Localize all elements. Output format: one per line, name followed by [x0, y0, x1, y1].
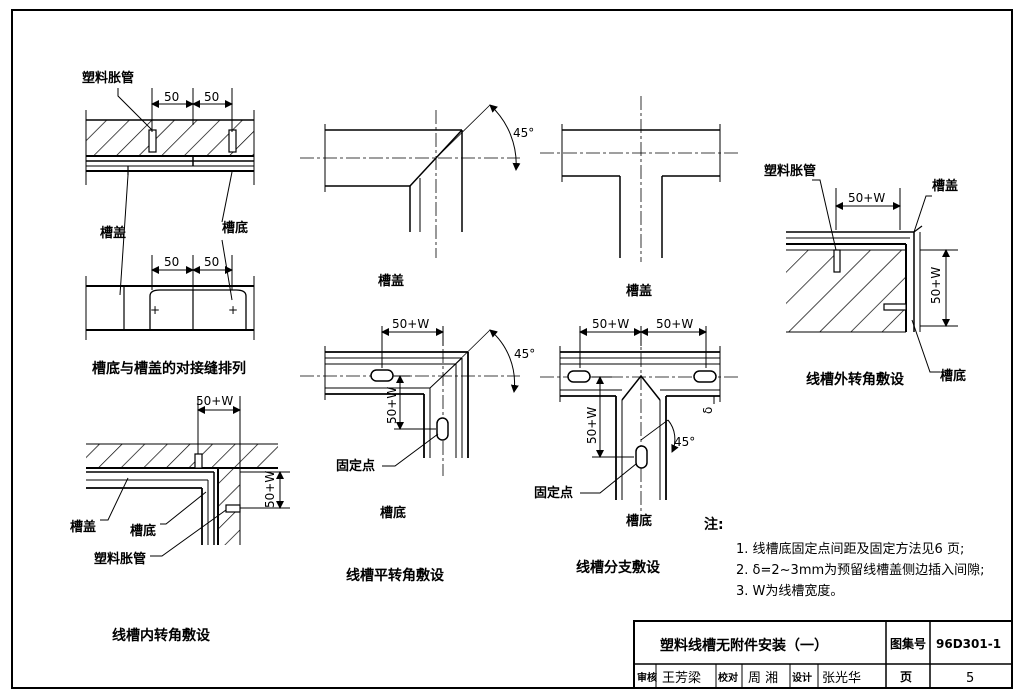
wall-hatch	[86, 120, 254, 156]
label-cover-outer: 槽盖	[932, 178, 958, 194]
anchor-left	[148, 129, 157, 153]
check-label: 校对	[718, 671, 738, 684]
label-fix-point-fig3: 固定点	[534, 485, 573, 501]
figure-outer-corner: 塑料胀管 50+W 槽盖 50+W 线槽外转角敷设 槽底	[764, 163, 966, 388]
dim-branch-h2: 50+W	[656, 317, 693, 331]
figure-branch-cover: 槽盖	[540, 96, 740, 299]
dim-outer-v: 50+W	[929, 267, 943, 304]
angle-45-branch: 45°	[674, 435, 695, 449]
figure-inner-corner: 50+W 50+W 槽盖 槽底 塑料胀管 线槽内转角敷设	[70, 394, 290, 644]
wall-hatch-outer	[786, 250, 906, 332]
note-3: 3. W为线槽宽度。	[736, 583, 843, 599]
dim-branch-h1: 50+W	[592, 317, 629, 331]
dim-bottom-right: 50	[204, 255, 219, 269]
label-plastic-anchor: 塑料胀管	[82, 70, 134, 86]
note-1: 1. 线槽底固定点间距及固定方法见6 页;	[736, 541, 964, 557]
label-base-fig3: 槽底	[626, 513, 652, 529]
dim-branch-v: 50+W	[585, 407, 599, 444]
notes: 注: 1. 线槽底固定点间距及固定方法见6 页; 2. δ=2~3mm为预留线槽…	[704, 516, 985, 599]
page-label: 页	[900, 670, 912, 684]
dim-branch-gap: δ	[701, 407, 715, 414]
label-plastic-anchor-inner: 塑料胀管	[94, 551, 146, 567]
atlas-number: 96D301-1	[936, 637, 1001, 651]
label-cover-fig3: 槽盖	[626, 283, 652, 299]
label-plastic-anchor-outer: 塑料胀管	[764, 163, 816, 179]
caption-outer-corner: 线槽外转角敷设	[806, 371, 905, 388]
design-signature: 张光华	[822, 671, 861, 686]
caption-flat-corner: 线槽平转角敷设	[346, 567, 445, 584]
notes-title: 注:	[704, 516, 724, 533]
label-fix-point-fig2: 固定点	[336, 458, 375, 474]
svg-text:+: +	[150, 303, 160, 317]
design-label: 设计	[792, 671, 812, 684]
figure-joint-arrangement: 塑料胀管 50 50 槽盖 槽底 + + 50 50 槽底与槽盖的对接缝排列	[82, 70, 255, 377]
dim-inner-v: 50+W	[263, 471, 277, 508]
label-base-outer: 槽底	[940, 368, 966, 384]
dim-flat-v: 50+W	[385, 387, 399, 424]
drawing-title: 塑料线槽无附件安装（一）	[660, 637, 828, 654]
dim-outer-h: 50+W	[848, 191, 885, 205]
figure-branch-base: 50+W 50+W 50+W δ 45° 固定点 槽底 线槽分支敷设	[534, 317, 740, 576]
sheet-border	[11, 9, 1013, 689]
caption-inner-corner: 线槽内转角敷设	[112, 627, 211, 644]
angle-45-bottom: 45°	[514, 347, 535, 361]
label-cover-fig2: 槽盖	[378, 273, 404, 289]
anchor-right	[228, 129, 237, 153]
figure-flat-corner-cover: 45° 槽盖	[300, 104, 534, 289]
review-label: 审核	[637, 671, 657, 684]
dim-flat-h: 50+W	[392, 317, 429, 331]
dim-top-right: 50	[204, 90, 219, 104]
dim-inner-h: 50+W	[196, 394, 233, 408]
caption-joint-arrangement: 槽底与槽盖的对接缝排列	[92, 360, 246, 377]
svg-text:+: +	[228, 303, 238, 317]
dim-bottom-left: 50	[164, 255, 179, 269]
label-base-inner: 槽底	[130, 523, 156, 539]
note-2: 2. δ=2~3mm为预留线槽盖侧边插入间隙;	[736, 563, 985, 578]
page-number: 5	[966, 671, 974, 686]
check-signature: 周 湘	[748, 671, 778, 686]
atlas-label: 图集号	[890, 636, 926, 651]
dim-top-left: 50	[164, 90, 179, 104]
angle-45-top: 45°	[513, 126, 534, 140]
label-cover: 槽盖	[100, 225, 126, 241]
label-base: 槽底	[222, 220, 248, 236]
label-cover-inner: 槽盖	[70, 519, 96, 535]
ceiling-hatch	[86, 444, 278, 468]
caption-branch: 线槽分支敷设	[576, 559, 661, 576]
title-block: 塑料线槽无附件安装（一） 图集号 96D301-1 审核 王芳梁 校对 周 湘 …	[633, 620, 1013, 689]
review-signature: 王芳梁	[662, 671, 701, 686]
label-base-fig2: 槽底	[380, 505, 406, 521]
figure-flat-corner-base: 45° 50+W 50+W 固定点 槽底 线槽平转角敷设	[300, 317, 535, 584]
